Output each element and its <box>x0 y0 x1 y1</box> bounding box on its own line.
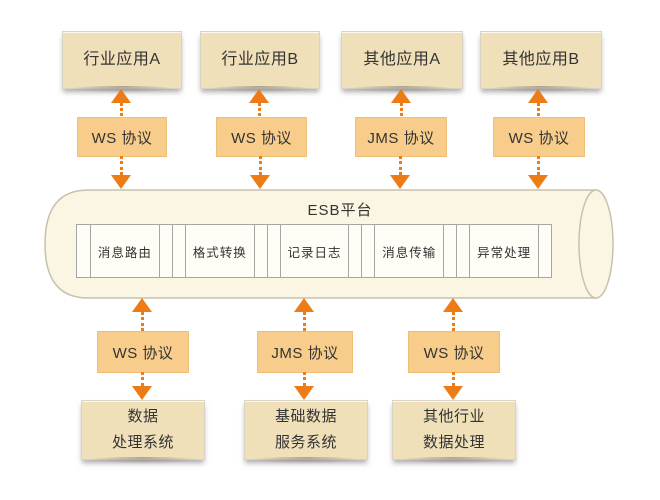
esb-module-divider <box>253 225 267 277</box>
system-box-data-processing: 数据 处理系统 <box>81 400 205 464</box>
arrow-up-icon <box>132 298 152 312</box>
arrow-up-icon <box>249 89 269 103</box>
esb-module-divider <box>77 225 90 277</box>
arrow-up-connector <box>132 298 152 331</box>
protocol-box: WS 协议 <box>97 331 189 373</box>
esb-module-strip: 消息路由 格式转换 记录日志 消息传输 异常处理 <box>76 224 552 278</box>
arrow-down-icon <box>294 386 314 400</box>
esb-module: 格式转换 <box>184 225 254 277</box>
arrow-up-connector <box>294 298 314 331</box>
arrow-down-icon <box>390 175 410 189</box>
esb-module-divider <box>158 225 172 277</box>
protocol-box: WS 协议 <box>216 117 307 157</box>
arrow-up-icon <box>111 89 131 103</box>
esb-module-divider <box>348 225 361 277</box>
system-box-label-line2: 数据处理 <box>422 434 485 451</box>
cylinder-end-cap <box>578 189 614 299</box>
arrow-down-connector <box>250 156 270 189</box>
esb-module: 消息路由 <box>90 225 159 277</box>
app-box-industry-a: 行业应用A <box>62 31 182 93</box>
app-box-industry-b: 行业应用B <box>200 31 320 93</box>
arrow-down-connector <box>132 372 152 400</box>
arrow-down-connector <box>111 156 131 189</box>
arrow-up-connector <box>391 89 411 116</box>
arrow-down-icon <box>132 386 152 400</box>
protocol-box: JMS 协议 <box>355 117 447 157</box>
arrow-down-connector <box>528 156 548 189</box>
system-box-label-line1: 其他行业 <box>422 408 485 425</box>
arrow-down-connector <box>390 156 410 189</box>
arrow-down-icon <box>250 175 270 189</box>
esb-module: 记录日志 <box>279 225 349 277</box>
protocol-box: WS 协议 <box>408 331 500 373</box>
esb-module-divider <box>171 225 185 277</box>
arrow-up-icon <box>294 298 314 312</box>
app-box-other-a: 其他应用A <box>341 31 463 93</box>
esb-module-divider <box>456 225 469 277</box>
arrow-up-icon <box>443 298 463 312</box>
system-box-basic-data-service: 基础数据 服务系统 <box>244 400 368 464</box>
esb-module: 异常处理 <box>469 225 538 277</box>
app-box-label: 行业应用A <box>83 51 161 68</box>
system-box-label-line2: 处理系统 <box>111 434 174 451</box>
protocol-box: WS 协议 <box>77 117 167 157</box>
app-box-label: 其他应用B <box>502 51 580 68</box>
arrow-down-connector <box>294 372 314 400</box>
protocol-box: WS 协议 <box>493 117 585 157</box>
system-box-label-line1: 基础数据 <box>274 408 337 425</box>
protocol-box: JMS 协议 <box>257 331 353 373</box>
system-box-label-line2: 服务系统 <box>274 434 337 451</box>
esb-module-divider <box>361 225 374 277</box>
esb-module-divider <box>266 225 280 277</box>
arrow-up-connector <box>249 89 269 116</box>
system-box-other-industry-data: 其他行业 数据处理 <box>392 400 516 464</box>
arrow-down-icon <box>111 175 131 189</box>
arrow-up-connector <box>443 298 463 331</box>
esb-module-divider <box>443 225 456 277</box>
arrow-down-connector <box>443 372 463 400</box>
app-box-label: 行业应用B <box>221 51 299 68</box>
app-box-other-b: 其他应用B <box>480 31 602 93</box>
arrow-down-icon <box>443 386 463 400</box>
arrow-down-icon <box>528 175 548 189</box>
esb-module-divider <box>537 225 551 277</box>
arrow-up-icon <box>391 89 411 103</box>
esb-module: 消息传输 <box>374 225 443 277</box>
arrow-up-icon <box>528 89 548 103</box>
system-box-label-line1: 数据 <box>127 408 159 425</box>
app-box-label: 其他应用A <box>363 51 441 68</box>
arrow-up-connector <box>111 89 131 116</box>
arrow-up-connector <box>528 89 548 116</box>
esb-platform-title: ESB平台 <box>307 202 373 219</box>
